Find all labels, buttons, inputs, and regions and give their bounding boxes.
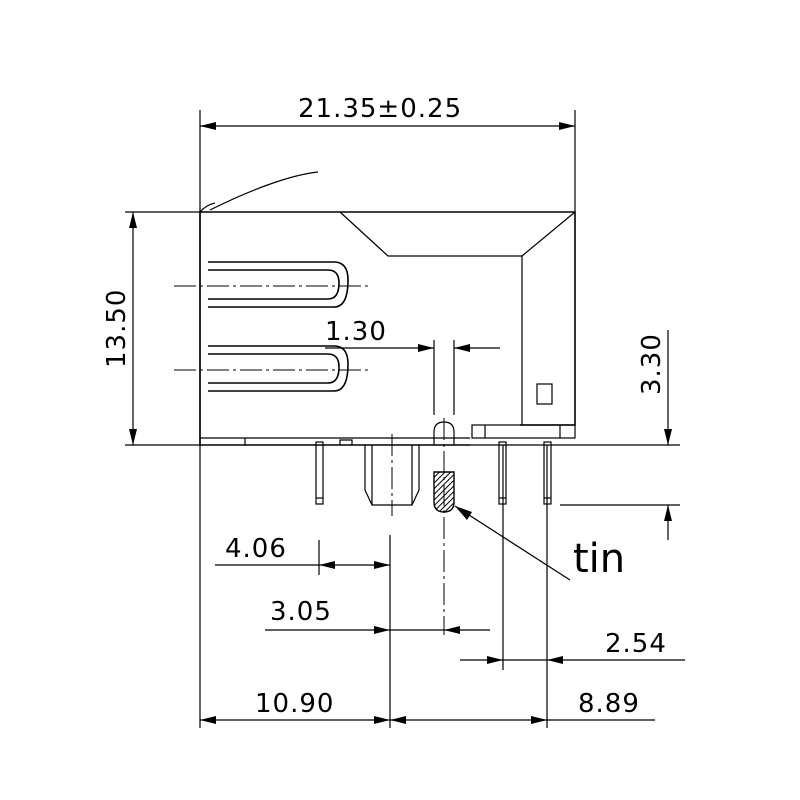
label-height: 13.50 (102, 289, 132, 368)
dim-offset-a (215, 561, 390, 569)
contact-spring-lower (174, 345, 372, 392)
label-offset-b: 3.05 (270, 597, 332, 627)
shield-tab (209, 171, 319, 211)
connector-body (199, 202, 576, 446)
label-left-span: 10.90 (255, 689, 334, 719)
post-boss (339, 434, 420, 516)
label-overall-width: 21.35±0.25 (298, 94, 462, 124)
dim-left-span (200, 716, 390, 724)
tin-pin (433, 418, 455, 635)
label-tin: tin (573, 536, 625, 582)
label-pitch: 2.54 (605, 629, 667, 659)
pin-left (315, 441, 324, 505)
dim-offset-b (265, 626, 490, 634)
housing-chamfer (339, 211, 576, 425)
contact-spring-upper (174, 261, 372, 308)
tin-leader (454, 505, 571, 581)
dim-pitch (460, 656, 685, 664)
extension-lines (125, 110, 680, 728)
label-right-span: 8.89 (578, 689, 640, 719)
dim-standoff (664, 330, 672, 540)
label-offset-a: 4.06 (225, 534, 287, 564)
label-pin-diameter: 1.30 (325, 317, 387, 347)
dim-right-span (390, 716, 655, 724)
dim-pin-diameter (325, 344, 500, 352)
label-standoff: 3.30 (637, 333, 667, 395)
dim-height (129, 212, 137, 445)
led-window (536, 383, 553, 405)
dim-overall-width (200, 122, 575, 130)
right-base (471, 424, 576, 439)
